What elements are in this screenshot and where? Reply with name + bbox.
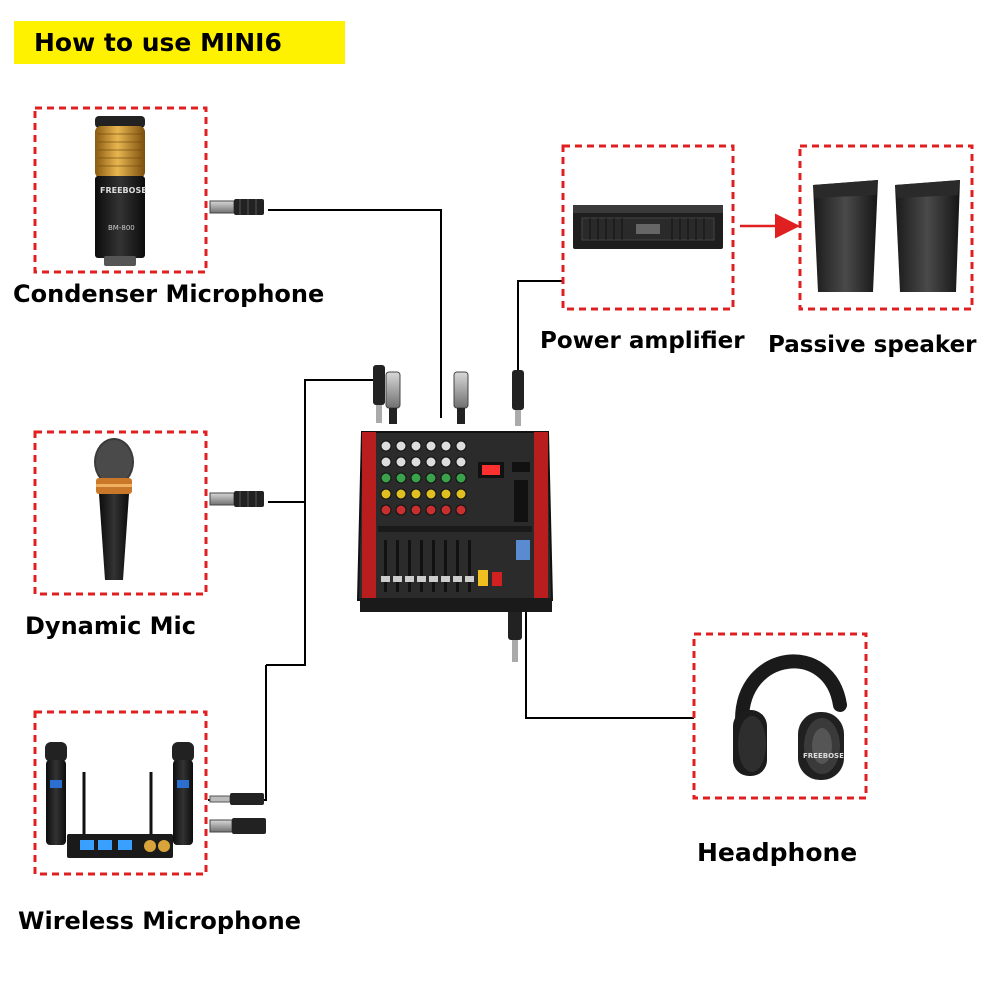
power-amplifier-image [573,205,723,249]
mixer-knob [425,504,437,516]
mixer-knob [425,456,437,468]
dynamic-mic-frame [33,430,208,596]
label-condenser-mic: Condenser Microphone [13,280,325,308]
mixer-knob [440,456,452,468]
page-title: How to use MINI6 [34,28,282,57]
mixer-fader-cap [465,576,474,582]
mixer-fader-cap [453,576,462,582]
headphone-image [733,654,847,780]
mixer-fader-cap [441,576,450,582]
headphone-brand: FREEBOSE [803,752,844,760]
mixer-knob [455,456,467,468]
mixer-fader-cap [393,576,402,582]
mixer-faders [381,540,474,592]
mixer-fader-cap [429,576,438,582]
power-amplifier-frame [561,144,735,311]
mixer-knob [425,440,437,452]
mixer-fader [408,540,411,592]
title-highlight [14,21,345,64]
mixer-knob [425,488,437,500]
mixer-fader [456,540,459,592]
mixer-fader-cap [417,576,426,582]
mixer-knob [455,440,467,452]
mixer-fader [432,540,435,592]
wireless-mic-image [45,742,194,858]
mixer-knob [440,440,452,452]
mixer-knob [410,504,422,516]
label-passive-speaker: Passive speaker [768,332,977,358]
mixer-knob [455,488,467,500]
passive-speaker-frame [798,144,974,311]
mixer-knob [440,472,452,484]
dynamic-mic-image [94,438,134,580]
xlr-plug-dynamic [209,491,264,507]
mixer-knob [455,472,467,484]
cable-dynamic-wireless [266,502,306,666]
mixer-knob [455,504,467,516]
condenser-mic-frame [33,106,208,274]
label-dynamic-mic: Dynamic Mic [25,612,196,640]
xlr-plug-wireless-2 [209,818,266,834]
cable-headphone [525,612,694,719]
mixer-knob [410,440,422,452]
cable-condenser [268,209,442,418]
mixer-fader [420,540,423,592]
mixer-fader [468,540,471,592]
mixer-fader-cap [405,576,414,582]
mixer-knob [395,488,407,500]
cable-wireless [208,665,267,801]
condenser-mic-brand: FREEBOSE [100,186,147,195]
headphone-frame [692,632,868,800]
mixer-knob [395,472,407,484]
mixer-knob [425,472,437,484]
passive-speaker-image [813,180,960,292]
condenser-mic-model: BM-800 [108,224,135,232]
cable-amplifier [517,280,563,410]
mixer-knob [395,456,407,468]
jack-plug-wireless-1 [209,793,264,805]
label-power-amplifier: Power amplifier [540,328,745,354]
mixer-fader [384,540,387,592]
mixer-knob [380,440,392,452]
mixer-top-plugs [373,365,524,662]
mixer-knob [410,472,422,484]
mixer-mini6-image [356,431,554,612]
mixer-knob [410,456,422,468]
label-headphone: Headphone [697,838,858,867]
mixer-knob [410,488,422,500]
mixer-knob [440,488,452,500]
mixer-fader [444,540,447,592]
mixer-fader-cap [381,576,390,582]
mixer-knobs [380,440,467,516]
mixer-knob [395,440,407,452]
mixer-knob [395,504,407,516]
wireless-mic-frame [33,710,208,876]
mixer-knob [440,504,452,516]
mixer-fader [396,540,399,592]
mixer-knob [380,488,392,500]
mixer-knob [380,456,392,468]
mixer-knob [380,504,392,516]
condenser-mic-image [95,116,145,266]
mixer-knob [380,472,392,484]
cable-lines [208,209,694,801]
xlr-plug-condenser [209,199,264,215]
label-wireless-mic: Wireless Microphone [18,907,302,935]
